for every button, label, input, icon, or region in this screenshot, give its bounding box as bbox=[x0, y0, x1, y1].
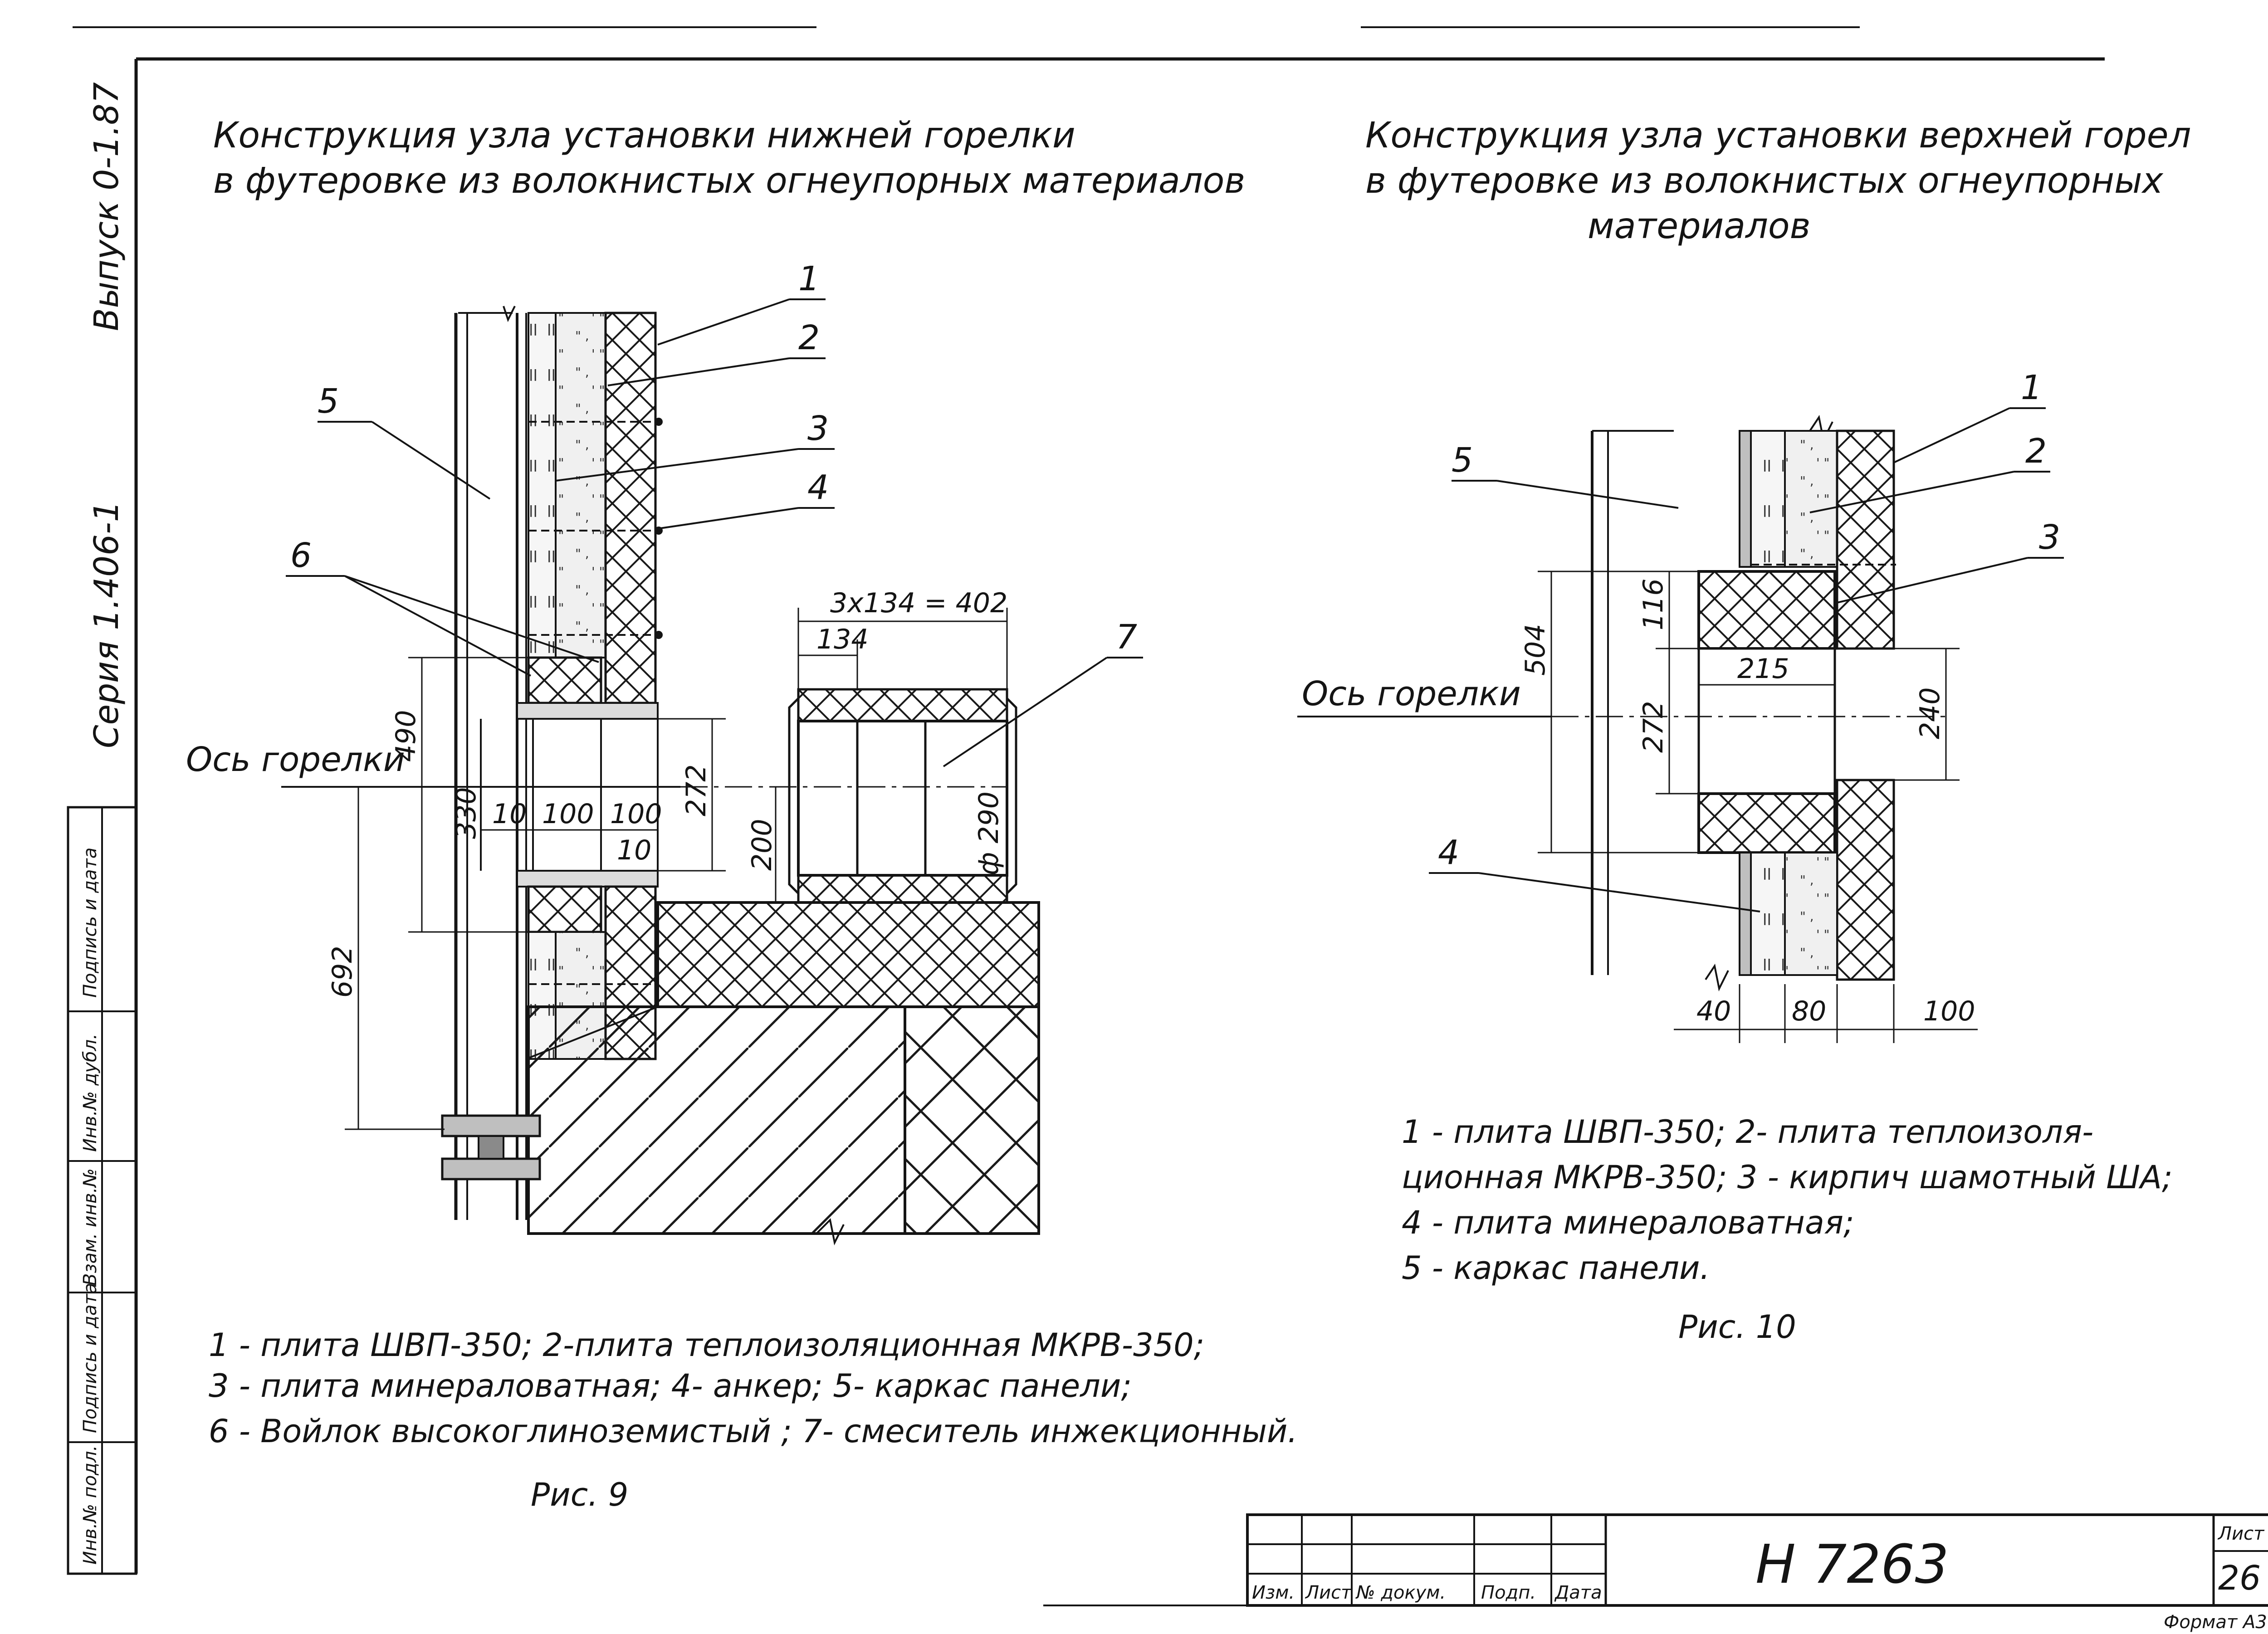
fig10-title-line3: материалов bbox=[1588, 206, 1811, 247]
fig10-legend-line3: 4 - плита минераловатная; bbox=[1402, 1204, 1854, 1241]
fig9-drawing bbox=[281, 306, 1040, 1246]
fig9-legend-line3: 6 - Войлок высокоглиноземистый ; 7- смес… bbox=[209, 1413, 1298, 1450]
fig9-callout-3: 3 bbox=[807, 409, 829, 448]
fig10-drawing bbox=[1297, 415, 1950, 992]
fig9-dim-134: 134 bbox=[816, 624, 869, 655]
fig10-dim-116: 116 bbox=[1637, 578, 1669, 630]
fig9-dim-100b: 100 bbox=[610, 798, 662, 830]
stamp-cell-1: Подпись и дата bbox=[80, 848, 101, 998]
fig9-callout-1: 1 bbox=[798, 259, 820, 298]
tb-header-doc: № докум. bbox=[1355, 1582, 1446, 1603]
fig9-dim-3x134: 3x134 = 402 bbox=[830, 587, 1007, 619]
fig9-callout-4: 4 bbox=[807, 468, 829, 507]
stamp-cell-3: Взам. инв.№ bbox=[80, 1168, 101, 1286]
fig10-dim-240: 240 bbox=[1914, 687, 1946, 739]
fig9-dim-272: 272 bbox=[680, 764, 712, 816]
fig9-dim-200: 200 bbox=[746, 819, 778, 871]
tb-header-date: Дата bbox=[1554, 1582, 1602, 1603]
fig9-legend-line1: 1 - плита ШВП-350; 2-плита теплоизоляцио… bbox=[209, 1327, 1204, 1364]
fig10-dim-272: 272 bbox=[1637, 701, 1669, 753]
fig10-legend-line4: 5 - каркас панели. bbox=[1402, 1249, 1710, 1287]
fig10-title-line1: Конструкция узла установки верхней горел bbox=[1365, 115, 2191, 156]
tb-sheet-label: Лист bbox=[2217, 1523, 2265, 1544]
fig10-callout-1: 1 bbox=[2021, 368, 2042, 407]
fig10-dim-504: 504 bbox=[1520, 624, 1551, 676]
fig10-dim-100: 100 bbox=[1923, 995, 1975, 1027]
fig10-callout-3: 3 bbox=[2039, 518, 2060, 557]
fig10-callout-4: 4 bbox=[1438, 833, 1459, 872]
series-label: Серия 1.406-1 bbox=[87, 501, 126, 748]
stamp-cell-4: Подпись и дата bbox=[80, 1283, 101, 1433]
tb-header-sign: Подп. bbox=[1481, 1582, 1536, 1603]
fig9-dim-330: 330 bbox=[450, 787, 482, 839]
fig9-title-line1: Конструкция узла установки нижней горелк… bbox=[213, 115, 1075, 156]
fig10-callouts: 1 2 3 4 5 bbox=[1429, 368, 2064, 912]
fig9-dim-10a: 10 bbox=[492, 798, 527, 830]
side-stamp: Выпуск 0-1.87 Серия 1.406-1 Подпись и да… bbox=[67, 82, 137, 1575]
fig9-dim-490: 490 bbox=[390, 710, 422, 762]
fig10-dim-80: 80 bbox=[1792, 995, 1826, 1027]
fig10-caption: Рис. 10 bbox=[1678, 1308, 1796, 1346]
fig10-legend-line1: 1 - плита ШВП-350; 2- плита теплоизоля- bbox=[1402, 1113, 2093, 1151]
fig10-dimensions: 504 116 272 215 240 40 80 100 bbox=[1520, 571, 1978, 1043]
fig10-axis-label: Ось горелки bbox=[1302, 674, 1521, 713]
fig9-dim-290: ф 290 bbox=[973, 791, 1005, 875]
fig9-dimensions: 490 330 10 100 100 10 272 692 3x134 = 40… bbox=[327, 587, 1008, 1130]
issue-label: Выпуск 0-1.87 bbox=[87, 82, 126, 331]
fig9-dim-692: 692 bbox=[327, 946, 358, 998]
fig9-axis-label: Ось горелки bbox=[186, 740, 405, 779]
fig9-dim-100a: 100 bbox=[542, 798, 594, 830]
tb-doc-number: Н 7263 bbox=[1755, 1533, 1949, 1595]
tb-sheet-number: 26 bbox=[2218, 1559, 2261, 1598]
fig10-callout-2: 2 bbox=[2025, 432, 2047, 471]
fig10-dim-40: 40 bbox=[1696, 995, 1731, 1027]
fig9-legend-line2: 3 - плита минераловатная; 4- анкер; 5- к… bbox=[209, 1367, 1132, 1405]
fig10-title-line2: в футеровке из волокнистых огнеупорных bbox=[1365, 161, 2164, 201]
fig9-callout-7: 7 bbox=[1116, 618, 1137, 657]
fig10-legend-line2: ционная МКРВ-350; 3 - кирпич шамотный ША… bbox=[1402, 1159, 2173, 1196]
title-block: Изм. Лист № докум. Подп. Дата Н 7263 Лис… bbox=[1246, 1513, 2268, 1633]
fig9-title-line2: в футеровке из волокнистых огнеупорных м… bbox=[213, 161, 1245, 201]
fig9-callout-5: 5 bbox=[318, 382, 339, 421]
fig9-callout-2: 2 bbox=[798, 318, 820, 357]
fig9-caption: Рис. 9 bbox=[531, 1476, 628, 1513]
fig9-callout-6: 6 bbox=[290, 536, 312, 575]
stamp-cell-5: Инв.№ подл. bbox=[80, 1445, 101, 1565]
stamp-cell-2: Инв.№ дубл. bbox=[80, 1034, 101, 1152]
fig9-callouts: 1 2 3 4 5 6 7 bbox=[286, 259, 1143, 767]
fig9-dim-10b: 10 bbox=[617, 834, 651, 866]
tb-format: Формат А3 bbox=[2164, 1612, 2267, 1633]
fig10-callout-5: 5 bbox=[1452, 441, 1473, 480]
fig10-dim-215: 215 bbox=[1737, 653, 1789, 685]
tb-header-izm: Изм. bbox=[1252, 1582, 1295, 1603]
tb-header-list: Лист bbox=[1305, 1582, 1352, 1603]
